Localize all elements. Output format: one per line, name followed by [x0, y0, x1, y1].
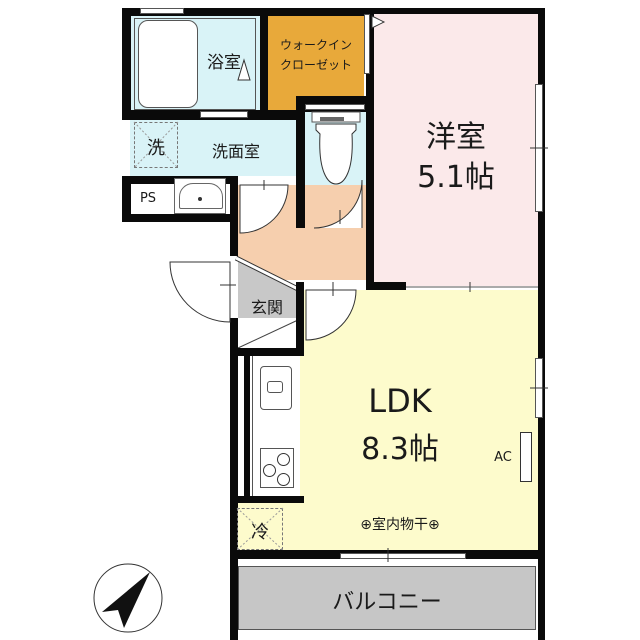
- stove-icon: [260, 448, 294, 488]
- label-ps: PS: [139, 191, 157, 206]
- washer-cross-icon: [133, 121, 179, 169]
- wall-entrance-right: [296, 282, 304, 352]
- ldk-room: [300, 290, 538, 550]
- wall-left-lower: [122, 176, 131, 222]
- washbasin-icon: [174, 178, 226, 214]
- label-ac: AC: [494, 450, 512, 465]
- window-bath: [140, 8, 184, 14]
- wall-kitchen-inner: [244, 356, 250, 498]
- indoor-drying-row: ⊕室内物干⊕: [320, 514, 480, 534]
- wall-bath-closet: [260, 8, 268, 120]
- bath-outline: [134, 18, 256, 110]
- fridge-space: [237, 508, 283, 550]
- label-western-room: 洋室: [426, 120, 486, 155]
- label-ldk-size: 8.3帖: [361, 432, 439, 467]
- washroom: [130, 120, 300, 176]
- wall-top-left: [122, 8, 370, 16]
- air-conditioner-icon: [520, 432, 532, 482]
- drying-hook-icon-right: ⊕: [428, 517, 440, 533]
- label-bathroom: 浴室: [207, 53, 241, 73]
- north-arrow-icon: [93, 563, 163, 633]
- label-washroom: 洗面室: [211, 142, 260, 161]
- wall-right: [538, 8, 545, 640]
- label-western-size: 5.1帖: [417, 160, 495, 195]
- wall-top-right: [370, 8, 544, 14]
- label-ldk: LDK: [368, 382, 432, 420]
- washer-space: [134, 122, 178, 168]
- window-toilet: [305, 104, 365, 110]
- door-closet-top: [364, 14, 370, 74]
- label-indoor-drying: 室内物干: [372, 517, 428, 533]
- kitchen-sink-icon: [260, 366, 292, 410]
- label-washer: 洗: [147, 138, 165, 159]
- wall-hall-left: [230, 176, 238, 256]
- drying-hook-icon-left: ⊕: [360, 517, 372, 533]
- label-closet-2: クローゼット: [279, 58, 352, 72]
- door-bath: [200, 111, 248, 118]
- toilet-icon: [311, 111, 361, 185]
- bathtub-icon: [138, 20, 198, 108]
- window-balcony: [340, 553, 466, 559]
- pipe-space-box: [131, 188, 165, 214]
- walk-in-closet: [268, 14, 364, 110]
- label-fridge: 冷: [251, 522, 269, 543]
- label-closet-1: ウォークイン: [279, 38, 352, 52]
- wall-toilet-left: [296, 96, 305, 228]
- wall-ps-bottom: [122, 214, 238, 222]
- wall-western-bottom: [366, 282, 406, 290]
- wall-kitchen-bottom: [230, 496, 304, 503]
- wall-entrance-left: [230, 318, 238, 640]
- wall-western-left: [366, 8, 374, 290]
- label-entrance: 玄関: [250, 298, 283, 317]
- balcony: [238, 566, 536, 630]
- wall-entrance-bottom: [230, 348, 304, 356]
- label-balcony: バルコニー: [332, 590, 442, 615]
- western-room: [374, 14, 538, 286]
- wall-left-outer: [122, 8, 131, 118]
